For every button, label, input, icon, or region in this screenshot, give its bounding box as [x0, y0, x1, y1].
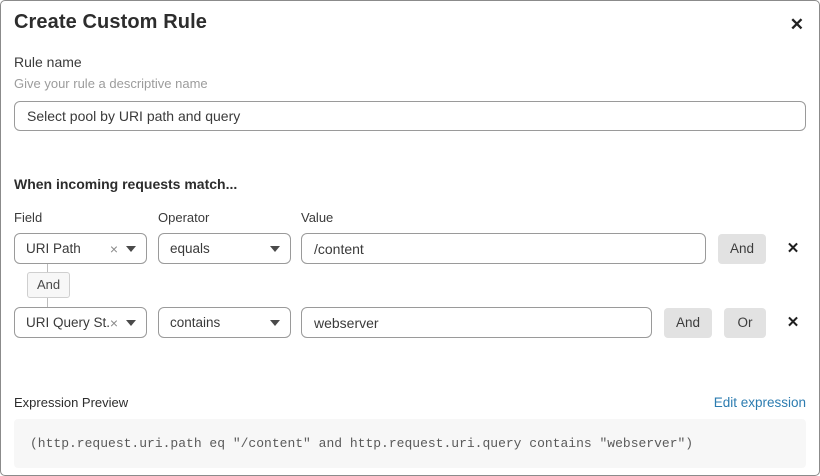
page-title: Create Custom Rule [14, 11, 207, 33]
edit-expression-link[interactable]: Edit expression [713, 395, 806, 410]
delete-row-1-icon[interactable]: ✕ [780, 241, 806, 256]
expression-preview-label: Expression Preview [14, 395, 129, 410]
and-button-row-2[interactable]: And [663, 307, 712, 338]
close-icon[interactable]: ✕ [788, 12, 806, 35]
chevron-down-icon [126, 245, 136, 252]
operator-select-2[interactable]: contains [158, 307, 291, 338]
match-section-heading: When incoming requests match... [14, 176, 238, 192]
operator-select-1[interactable]: equals [158, 233, 291, 264]
delete-row-2-icon[interactable]: ✕ [780, 315, 806, 330]
condition-row-2: URI Query St... × contains And Or ✕ [14, 307, 806, 338]
field-select-2-value: URI Query St... [26, 315, 110, 330]
value-input-1[interactable] [301, 233, 706, 264]
chevron-down-icon [270, 319, 280, 326]
expression-preview-header: Expression Preview Edit expression [14, 395, 806, 410]
value-input-2[interactable] [301, 307, 652, 338]
and-button-row-1[interactable]: And [717, 233, 766, 264]
rule-name-input[interactable] [14, 101, 806, 131]
or-button-row-2[interactable]: Or [724, 307, 766, 338]
field-select-1[interactable]: URI Path × [14, 233, 147, 264]
rule-name-section: Rule name Give your rule a descriptive n… [14, 54, 806, 131]
value-column-label: Value [301, 210, 334, 225]
clear-selection-icon[interactable]: × [109, 314, 118, 331]
connector-and-badge: And [27, 272, 71, 298]
row-connector: And [14, 264, 806, 307]
rule-name-helper: Give your rule a descriptive name [14, 76, 208, 91]
field-select-2[interactable]: URI Query St... × [14, 307, 147, 338]
rule-name-label: Rule name [14, 54, 82, 70]
dialog-header: Create Custom Rule ✕ [14, 11, 806, 35]
operator-select-2-value: contains [170, 315, 221, 330]
expression-preview-code: (http.request.uri.path eq "/content" and… [14, 419, 806, 468]
clear-selection-icon[interactable]: × [109, 240, 118, 257]
field-column-label: Field [14, 210, 43, 225]
field-select-1-value: URI Path [26, 241, 81, 256]
operator-select-1-value: equals [170, 241, 210, 256]
operator-column-label: Operator [158, 210, 210, 225]
chevron-down-icon [270, 245, 280, 252]
condition-row-1: URI Path × equals And ✕ [14, 233, 806, 264]
chevron-down-icon [126, 319, 136, 326]
builder-column-labels: Field Operator Value [14, 210, 806, 225]
